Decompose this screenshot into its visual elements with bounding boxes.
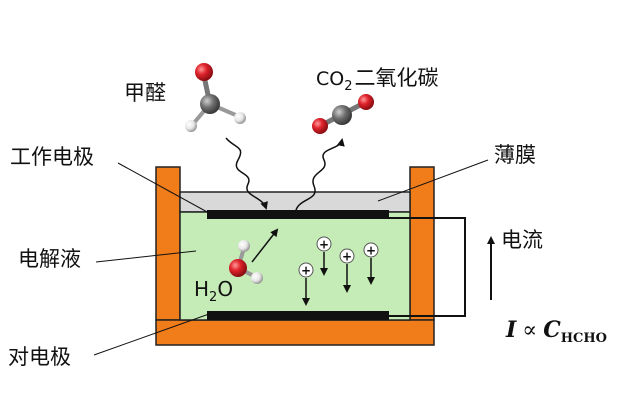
proton-ion-4: + [298, 262, 314, 306]
counter-electrode-label: 对电极 [8, 345, 71, 369]
formula-proportional-symbol: ∝ [522, 318, 537, 343]
co2-label: CO2二氧化碳 [316, 66, 439, 94]
leader-counter-electrode [93, 313, 210, 356]
co2-release-arrow [295, 138, 345, 211]
proton-symbol: + [319, 238, 329, 252]
counter-electrode-plate [207, 311, 389, 320]
proton-ion-3: + [363, 242, 379, 285]
co2-formula-prefix: CO [316, 68, 344, 90]
housing-right-wall [409, 166, 435, 321]
external-circuit-wire [389, 217, 466, 317]
working-electrode-label: 工作电极 [10, 145, 94, 169]
leader-membrane [377, 159, 489, 202]
water-molecule-icon [229, 240, 263, 284]
membrane-label: 薄膜 [494, 143, 536, 167]
water-h: H [194, 277, 209, 301]
proton-ion-2: + [339, 248, 355, 293]
electrolyte-label: 电解液 [18, 247, 81, 271]
proton-ion-1: + [316, 236, 332, 276]
water-o: O [217, 277, 233, 301]
water-reaction-arrow [251, 228, 279, 263]
membrane-layer [179, 191, 411, 213]
working-electrode-plate [207, 210, 389, 219]
formula-concentration-symbol: C [543, 317, 561, 343]
proportionality-formula: I∝CHCHO [505, 317, 607, 346]
co2-formula-subscript: 2 [344, 79, 352, 94]
formula-current-symbol: I [505, 317, 517, 343]
proton-symbol: + [342, 250, 352, 264]
water-label: H2O [194, 277, 233, 305]
proton-symbol: + [366, 244, 376, 258]
formaldehyde-label: 甲醛 [124, 81, 166, 105]
co2-molecule-icon [312, 94, 374, 134]
formula-subscript: HCHO [561, 331, 607, 346]
water-subscript: 2 [209, 290, 217, 305]
leader-electrolyte [95, 250, 197, 263]
formaldehyde-diffusion-arrow [225, 137, 268, 210]
proton-symbol: + [301, 264, 311, 278]
leader-working-electrode [117, 162, 210, 214]
formaldehyde-molecule-icon [185, 63, 246, 132]
housing-bottom [155, 319, 435, 346]
co2-chinese-name: 二氧化碳 [355, 66, 439, 90]
current-label: 电流 [501, 228, 543, 252]
